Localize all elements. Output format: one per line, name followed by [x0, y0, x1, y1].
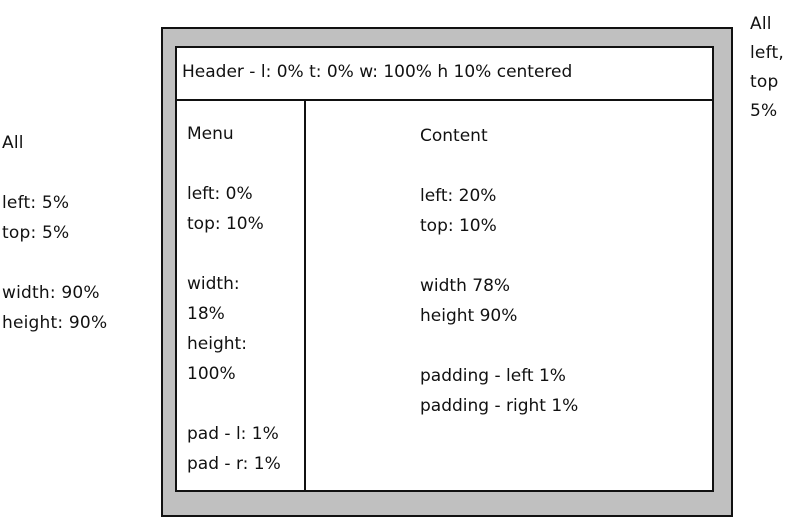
content-line — [420, 241, 578, 271]
content-region: Content left: 20% top: 10% width 78% hei… — [306, 101, 712, 490]
menu-line: pad - l: 1% — [187, 424, 279, 444]
content-line — [420, 151, 578, 181]
left-annotation: All left: 5% top: 5% width: 90% height: … — [2, 128, 107, 338]
menu-line — [187, 389, 281, 419]
content-notes: Content left: 20% top: 10% width 78% hei… — [420, 121, 578, 421]
content-line: height 90% — [420, 306, 518, 326]
content-line: left: 20% — [420, 186, 497, 206]
right-annotation: All left, top 5% — [750, 10, 784, 126]
left-annotation-line: top: 5% — [2, 223, 70, 243]
right-annotation-line: All — [750, 14, 772, 34]
content-line: width 78% — [420, 276, 511, 296]
right-annotation-line: left, — [750, 43, 784, 63]
menu-notes: Menu left: 0% top: 10% width: 18% height… — [187, 119, 281, 479]
menu-line: 18% — [187, 304, 225, 324]
menu-line: top: 10% — [187, 214, 264, 234]
right-annotation-line: top — [750, 72, 779, 92]
menu-line: Menu — [187, 124, 234, 144]
menu-line: left: 0% — [187, 184, 253, 204]
left-annotation-line: All — [2, 133, 24, 153]
menu-region: Menu left: 0% top: 10% width: 18% height… — [177, 101, 306, 490]
menu-line: width: — [187, 274, 240, 294]
left-annotation-line — [2, 248, 107, 278]
left-annotation-line: left: 5% — [2, 193, 70, 213]
menu-line: height: — [187, 334, 247, 354]
header-label: Header - l: 0% t: 0% w: 100% h 10% cente… — [182, 62, 573, 82]
left-annotation-line: width: 90% — [2, 283, 100, 303]
content-line: top: 10% — [420, 216, 497, 236]
menu-line — [187, 149, 281, 179]
content-line: padding - left 1% — [420, 366, 566, 386]
content-line — [420, 331, 578, 361]
content-line: Content — [420, 126, 488, 146]
content-line: padding - right 1% — [420, 396, 579, 416]
header-region: Header - l: 0% t: 0% w: 100% h 10% cente… — [177, 48, 712, 101]
menu-line — [187, 239, 281, 269]
menu-line: pad - r: 1% — [187, 454, 281, 474]
left-annotation-line — [2, 158, 107, 188]
left-annotation-line: height: 90% — [2, 313, 108, 333]
menu-line: 100% — [187, 364, 236, 384]
layout-box: Header - l: 0% t: 0% w: 100% h 10% cente… — [175, 46, 714, 492]
right-annotation-line: 5% — [750, 101, 778, 121]
